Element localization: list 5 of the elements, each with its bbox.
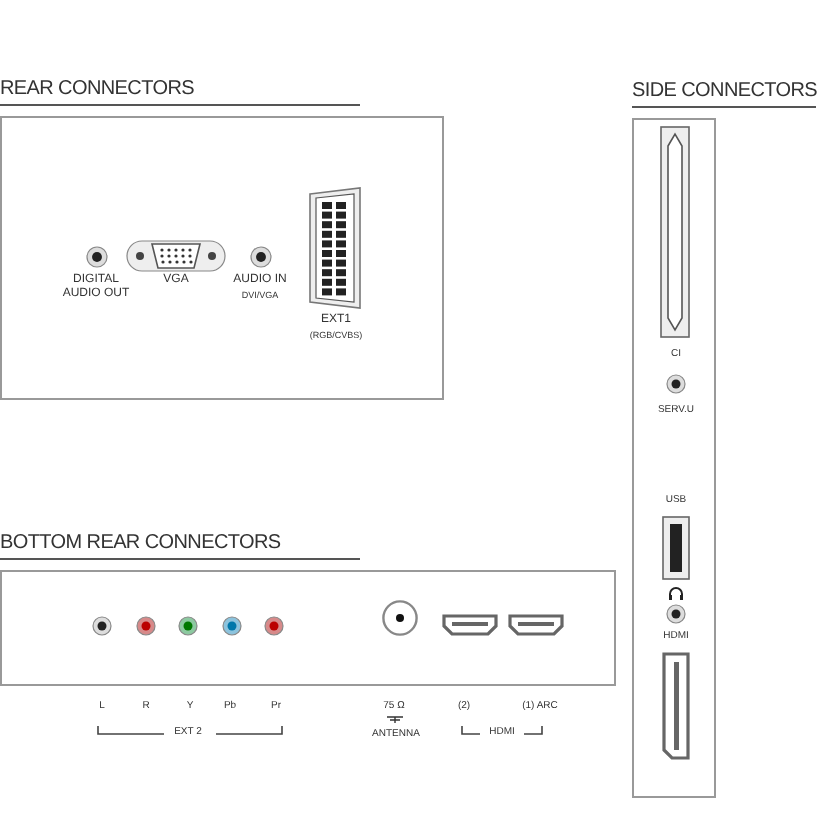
section-heading: BOTTOM REAR CONNECTORS (0, 534, 360, 560)
section-heading: SIDE CONNECTORS (632, 82, 816, 108)
connector-panel (0, 570, 616, 686)
section-heading: REAR CONNECTORS (0, 80, 360, 106)
connector-panel (0, 116, 444, 400)
